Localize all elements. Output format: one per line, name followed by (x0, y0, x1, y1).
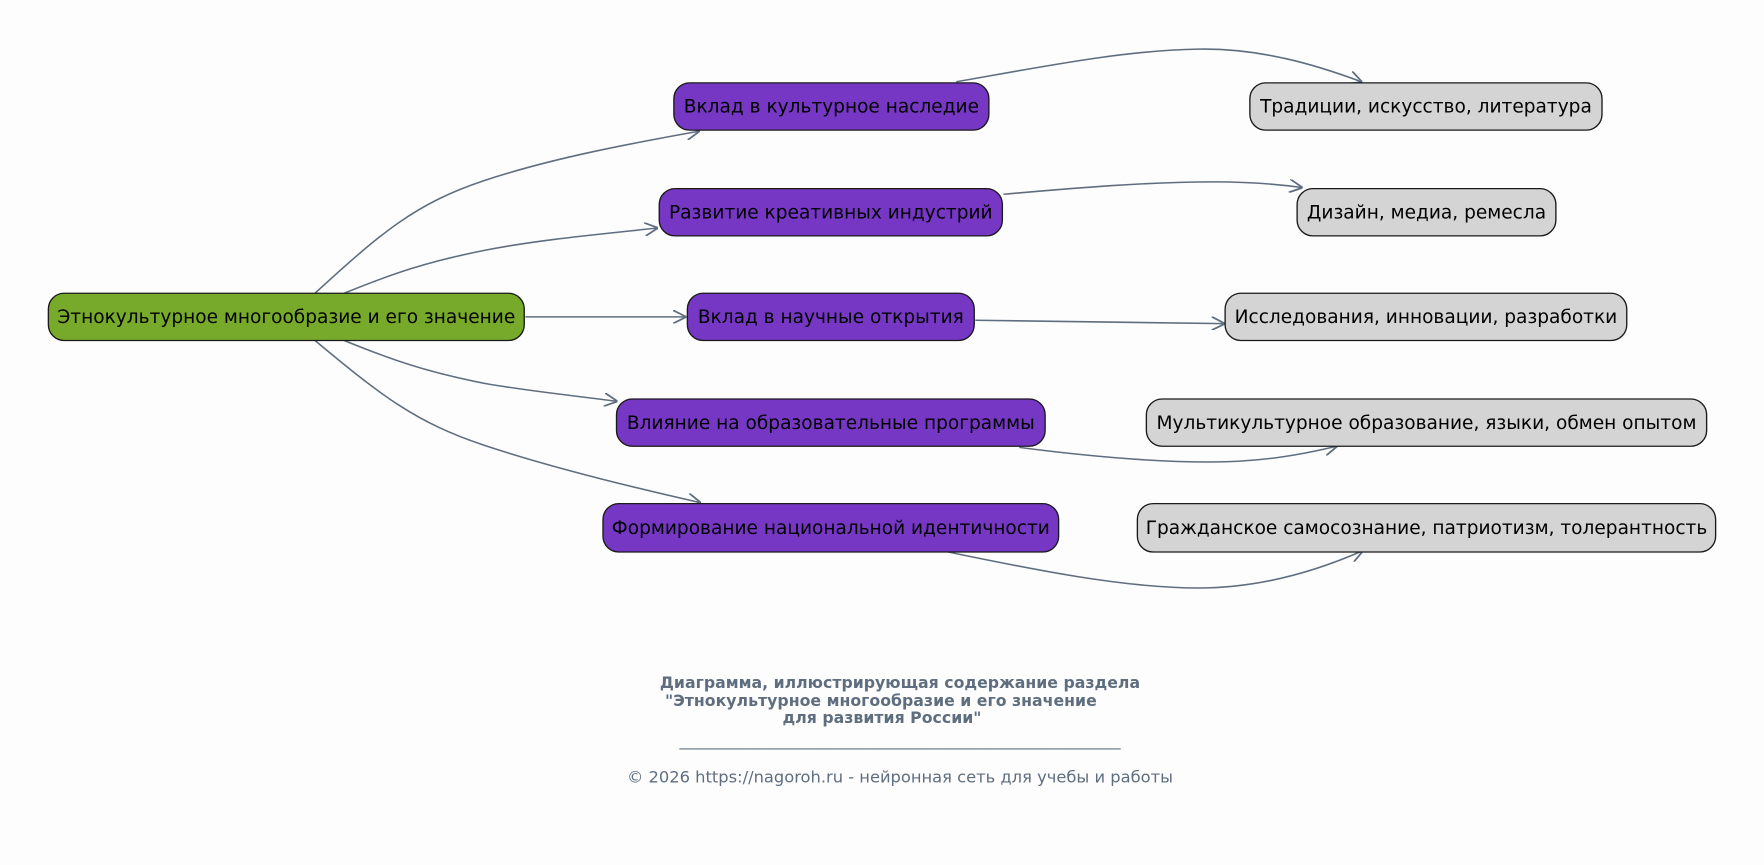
edge-branch-3-to-detail-3 (975, 320, 1224, 323)
branch-node-label: Вклад в научные открытия (698, 307, 964, 328)
detail-node-box (1296, 187, 1557, 237)
diagram-caption: Диаграмма, иллюстрирующая содержание раз… (660, 673, 1140, 750)
copyright-footer: © 2026 https://nagoroh.ru - нейронная се… (627, 768, 1173, 787)
branch-node-3[interactable]: Вклад в научные открытия (686, 292, 975, 342)
detail-node-2[interactable]: Дизайн, медиа, ремесла (1296, 187, 1557, 237)
detail-node-label: Дизайн, медиа, ремесла (1307, 202, 1546, 223)
edge-branch-4-to-detail-4 (1019, 446, 1336, 463)
detail-node-label: Исследования, инновации, разработки (1235, 307, 1618, 328)
edge-root-to-branch-1 (314, 131, 699, 294)
edges (314, 48, 1362, 589)
root-node-box (47, 292, 525, 342)
edge-root-to-branch-4 (343, 339, 616, 402)
edge-branch-1-to-detail-1 (956, 48, 1361, 82)
detail-node-1[interactable]: Традиции, искусство, литература (1249, 82, 1603, 131)
edge-root-to-branch-2 (343, 228, 657, 294)
root-node[interactable]: Этнокультурное многообразие и его значен… (47, 292, 525, 342)
branch-node-label: Влияние на образовательные программы (627, 413, 1035, 434)
caption-separator: ________________________________________… (678, 731, 1121, 751)
branch-node-box (658, 187, 1004, 237)
root-node-label: Этнокультурное многообразие и его значен… (57, 307, 515, 328)
caption-line-2: "Этнокультурное многообразие и его значе… (665, 691, 1097, 710)
branch-node-label: Вклад в культурное наследие (684, 97, 979, 118)
detail-node-3[interactable]: Исследования, инновации, разработки (1224, 292, 1628, 342)
branch-node-box (602, 502, 1060, 553)
detail-node-label: Гражданское самосознание, патриотизм, то… (1146, 518, 1708, 539)
edge-branch-2-to-detail-2 (1003, 182, 1302, 196)
branch-node-5[interactable]: Формирование национальной идентичности (602, 502, 1060, 553)
detail-node-4[interactable]: Мультикультурное образование, языки, обм… (1145, 398, 1708, 447)
detail-node-label: Традиции, искусство, литература (1259, 97, 1592, 118)
branch-node-4[interactable]: Влияние на образовательные программы (615, 398, 1046, 447)
detail-node-box (1249, 82, 1603, 131)
detail-node-label: Мультикультурное образование, языки, обм… (1157, 413, 1697, 434)
detail-node-5[interactable]: Гражданское самосознание, патриотизм, то… (1136, 502, 1717, 553)
branch-node-label: Развитие креативных индустрий (669, 202, 993, 223)
branch-node-box (686, 292, 975, 342)
detail-node-box (1136, 502, 1717, 553)
branch-node-1[interactable]: Вклад в культурное наследие (673, 82, 990, 131)
branch-node-box (673, 82, 990, 131)
branch-node-box (615, 398, 1046, 447)
edge-root-to-branch-5 (314, 339, 700, 503)
edge-branch-5-to-detail-5 (948, 551, 1362, 589)
branch-node-2[interactable]: Развитие креативных индустрий (658, 187, 1004, 237)
caption-line-3: для развития России" (783, 708, 982, 727)
caption-line-1: Диаграмма, иллюстрирующая содержание раз… (660, 673, 1140, 692)
detail-node-box (1145, 398, 1708, 447)
branch-node-label: Формирование национальной идентичности (612, 518, 1050, 539)
detail-node-box (1224, 292, 1628, 342)
